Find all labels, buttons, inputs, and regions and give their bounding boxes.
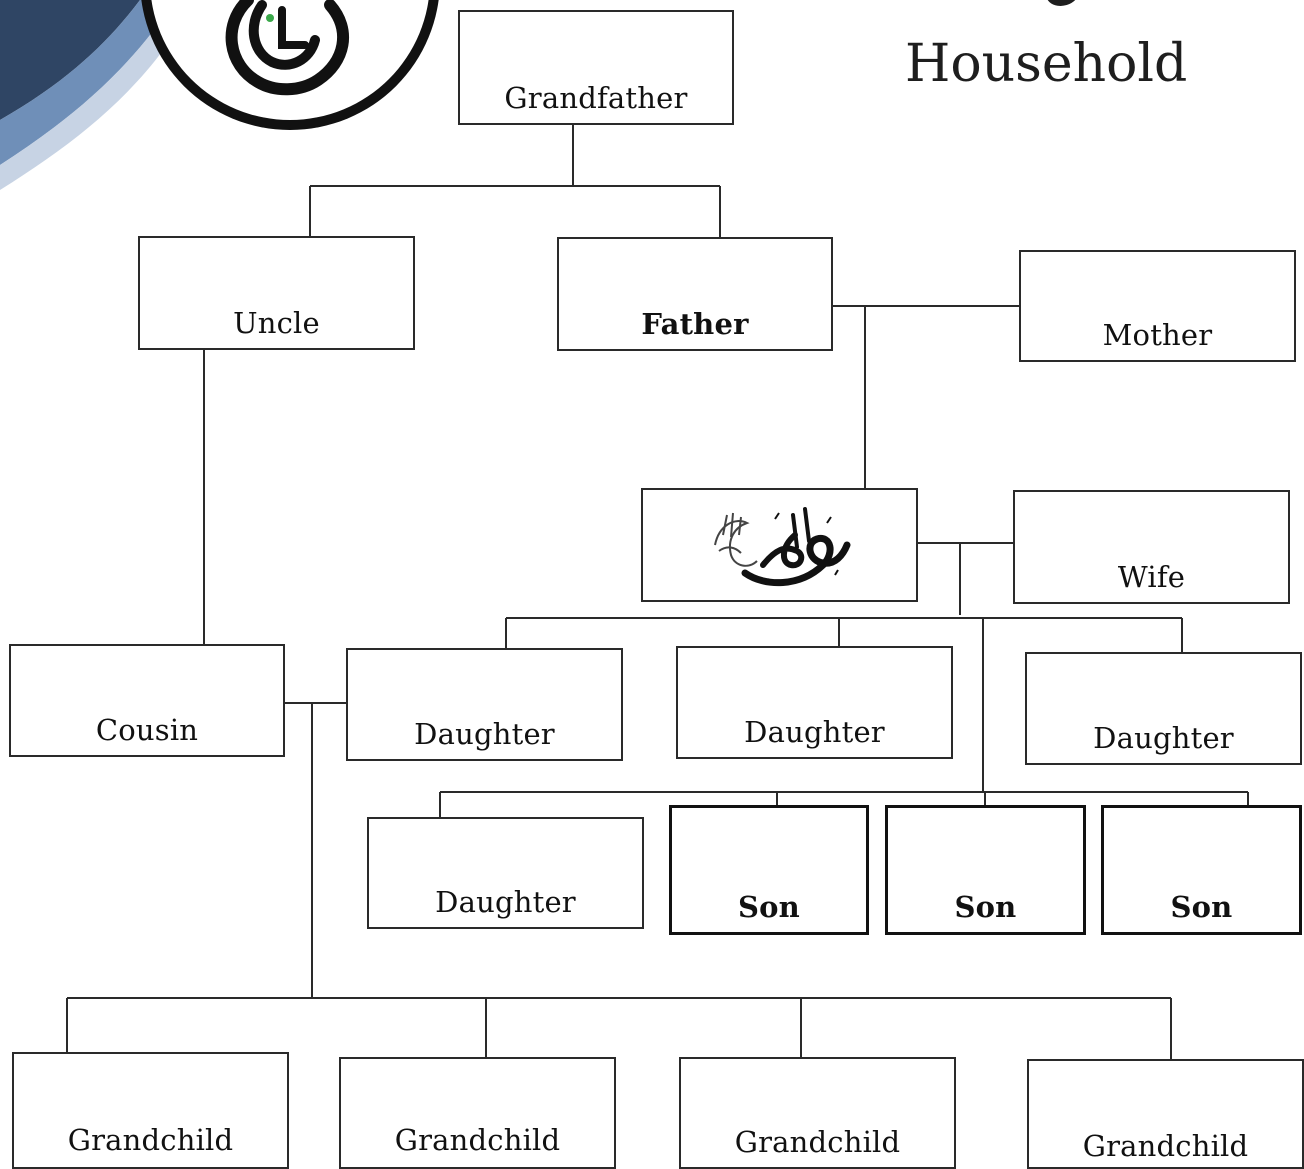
muhammad-node [641, 488, 918, 602]
children-connector [439, 618, 1249, 818]
grandfather-connector [309, 123, 721, 237]
grandchild-label: Grandchild [394, 1123, 561, 1157]
mother-node: Mother [1019, 250, 1296, 362]
grandchild-node-3: Grandchild [679, 1057, 956, 1169]
son-label: Son [738, 890, 800, 924]
muhammad-calligraphy-icon [713, 507, 850, 587]
grandchild-label: Grandchild [1082, 1129, 1249, 1163]
mother-label: Mother [1102, 318, 1213, 352]
corner-swoosh-light [0, 0, 195, 190]
grandchild-node-2: Grandchild [339, 1057, 616, 1169]
grandchild-label: Grandchild [67, 1123, 234, 1157]
grandchildren-connector [66, 997, 1172, 1060]
wife-node: Wife [1013, 490, 1290, 604]
cousin-label: Cousin [95, 713, 199, 747]
cousin-node: Cousin [9, 644, 285, 757]
marriage-connector [917, 542, 1013, 615]
daughters-connector [505, 617, 1183, 652]
grandchild-node-1: Grandchild [12, 1052, 289, 1169]
parents-connector [833, 305, 1019, 489]
son-label: Son [1170, 890, 1233, 924]
daughter-node-1: Daughter [346, 648, 623, 761]
grandchild-node-4: Grandchild [1027, 1059, 1304, 1169]
grandfather-label: Grandfather [504, 81, 688, 115]
son-label: Son [954, 890, 1017, 924]
father-node: Father [557, 237, 833, 351]
corner-swoosh-mid [0, 0, 175, 165]
corner-swoosh-dark [0, 0, 140, 120]
uncle-node: Uncle [138, 236, 415, 350]
son-node-1: Son [669, 805, 869, 935]
daughter-label: Daughter [414, 717, 555, 751]
logo-emblem-icon [141, 0, 439, 130]
daughter-node-3: Daughter [1025, 652, 1302, 765]
wife-label: Wife [1117, 560, 1186, 594]
daughter-node-4: Daughter [367, 817, 644, 929]
son-node-3: Son [1101, 805, 1302, 935]
daughter-node-2: Daughter [676, 646, 953, 759]
grandfather-node: Grandfather [458, 10, 734, 125]
son-node-2: Son [885, 805, 1086, 935]
daughter-label: Daughter [1093, 721, 1234, 755]
cousin-daughter-connector [285, 702, 347, 998]
daughter-label: Daughter [744, 715, 885, 749]
uncle-label: Uncle [233, 306, 320, 340]
page-title: Household [905, 34, 1188, 94]
grandchild-label: Grandchild [734, 1125, 901, 1159]
daughter-label: Daughter [435, 885, 576, 919]
father-label: Father [641, 307, 749, 341]
